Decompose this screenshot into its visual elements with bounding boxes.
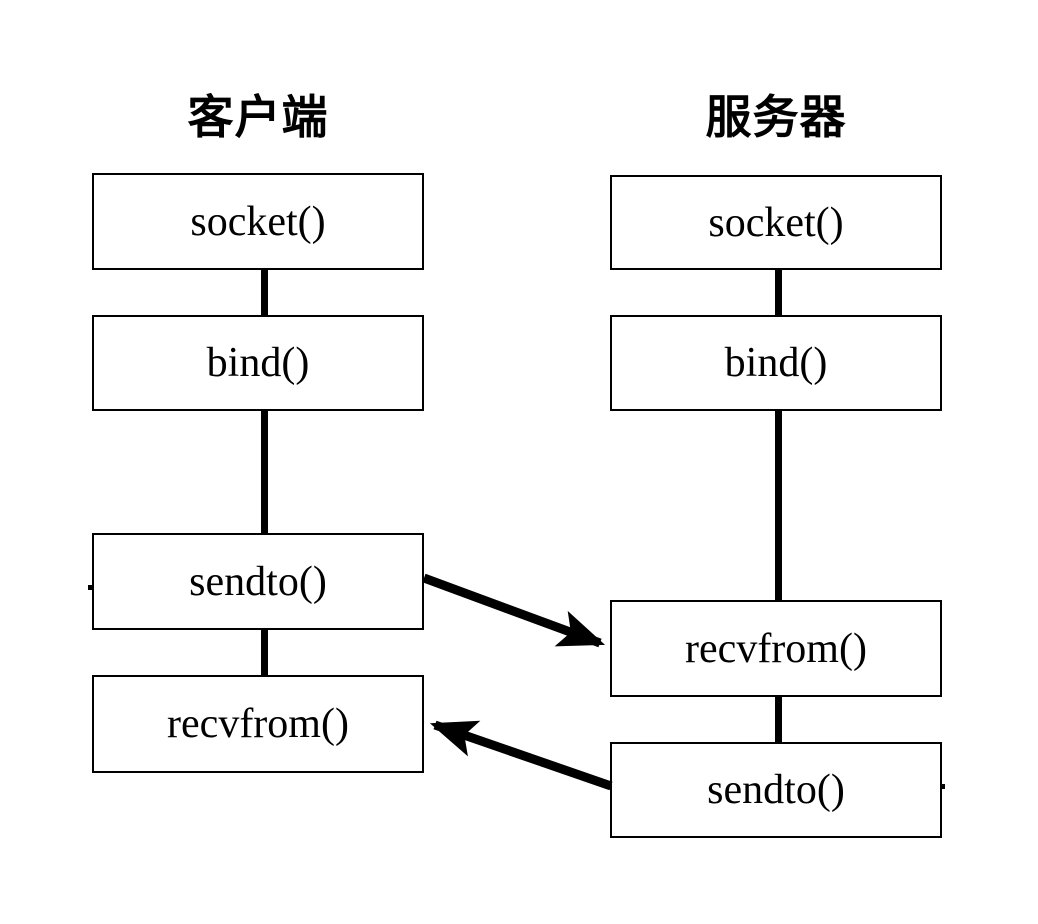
edge-mark-client-sendto-left bbox=[88, 585, 92, 590]
node-client-socket[interactable]: socket() bbox=[92, 173, 424, 270]
connector-server-socket-bind bbox=[775, 270, 782, 315]
node-label: sendto() bbox=[189, 558, 327, 605]
node-label: recvfrom() bbox=[685, 625, 867, 672]
node-server-bind[interactable]: bind() bbox=[610, 315, 942, 411]
node-client-recvfrom[interactable]: recvfrom() bbox=[92, 675, 424, 773]
node-label: socket() bbox=[708, 199, 844, 246]
edge-mark-server-sendto-right bbox=[941, 784, 945, 789]
node-label: sendto() bbox=[707, 767, 845, 813]
connector-client-sendto-recvfrom bbox=[261, 630, 268, 675]
connector-client-socket-bind bbox=[261, 270, 268, 315]
node-server-socket[interactable]: socket() bbox=[610, 175, 942, 270]
arrow-client-sendto-to-server-recvfrom bbox=[422, 573, 606, 648]
node-label: socket() bbox=[190, 198, 326, 245]
connector-server-bind-recvfrom bbox=[775, 411, 782, 600]
connector-server-recvfrom-sendto bbox=[775, 697, 782, 742]
connector-client-bind-sendto bbox=[261, 411, 268, 533]
node-label: recvfrom() bbox=[167, 701, 349, 747]
node-server-recvfrom[interactable]: recvfrom() bbox=[610, 600, 942, 697]
node-server-sendto[interactable]: sendto() bbox=[610, 742, 942, 838]
column-title-client: 客户端 bbox=[187, 91, 329, 143]
node-label: bind() bbox=[724, 340, 828, 386]
node-client-sendto[interactable]: sendto() bbox=[92, 533, 424, 630]
arrow-server-sendto-to-client-recvfrom bbox=[429, 720, 613, 791]
node-label: bind() bbox=[206, 340, 310, 386]
column-title-server: 服务器 bbox=[705, 91, 847, 143]
node-client-bind[interactable]: bind() bbox=[92, 315, 424, 411]
